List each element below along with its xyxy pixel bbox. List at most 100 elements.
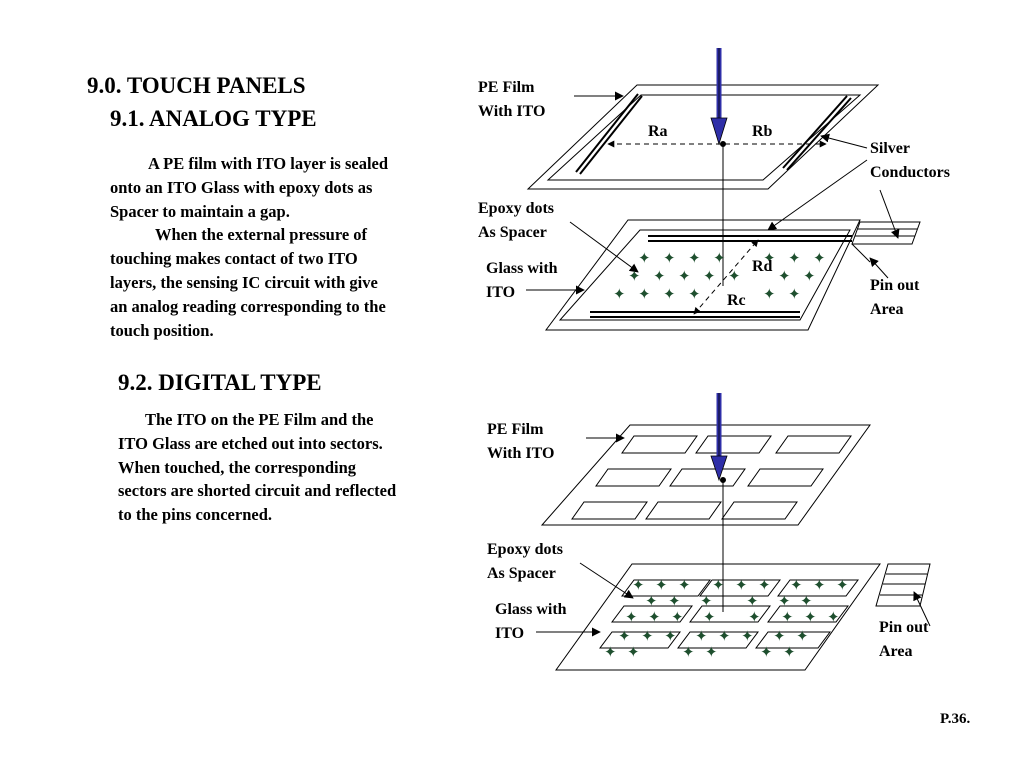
spacer-dot: ✦ (781, 608, 794, 626)
analog-pe-film-label-line-2: With ITO (478, 102, 546, 120)
analog-pe-film-label-line-1: PE Film (478, 79, 535, 96)
analog-pe-film-panel (526, 84, 880, 190)
spacer-dot: ✦ (748, 608, 761, 626)
digital-pin-label-line-1: Pin out (879, 619, 929, 636)
spacer-dot: ✦ (746, 592, 759, 610)
analog-touch-arrow (710, 48, 728, 146)
spacer-dot: ✦ (604, 643, 617, 661)
analog-line-5: touching makes contact of two ITO (110, 249, 358, 269)
spacer-dot: ✦ (627, 643, 640, 661)
analog-contact-dot (720, 141, 726, 147)
spacer-dot: ✦ (678, 267, 691, 285)
spacer-dot: ✦ (813, 576, 826, 594)
digital-heading: 9.2. DIGITAL TYPE (118, 370, 322, 395)
digital-sector (669, 468, 746, 487)
digital-pe-film-panel (540, 424, 871, 526)
digital-sector (721, 501, 798, 520)
digital-glass-sector (689, 605, 771, 623)
spacer-dot: ✦ (664, 627, 677, 645)
spacer-dot: ✦ (613, 285, 626, 303)
digital-line-1: The ITO on the PE Film and the (145, 410, 374, 429)
spacer-dot: ✦ (703, 608, 716, 626)
digital-pe-film-label-line-1: PE Film (487, 421, 544, 438)
spacer-dot: ✦ (628, 267, 641, 285)
digital-sector (595, 468, 672, 487)
analog-pin-label-line-2: Area (870, 300, 904, 318)
silver-bar-left-2 (579, 95, 643, 175)
analog-line-4: When the external pressure of (155, 225, 368, 245)
spacer-dot: ✦ (836, 576, 849, 594)
analog-line-3: Spacer to maintain a gap. (110, 201, 290, 221)
digital-glass-label-line-1: Glass with (495, 601, 567, 618)
digital-sector (621, 435, 698, 454)
digital-line-5: to the pins concerned. (118, 505, 272, 525)
spacer-dot: ✦ (735, 576, 748, 594)
digital-sector (571, 501, 648, 520)
spacer-dot: ✦ (712, 576, 725, 594)
digital-epoxy-label-line-1: Epoxy dots (487, 541, 564, 558)
digital-pin-label-line-2: Area (879, 642, 913, 660)
digital-glass-sector (777, 579, 859, 597)
digital-pin-label: Pin out Area (879, 616, 928, 663)
analog-line-8: touch position. (110, 320, 214, 340)
digital-line-2: ITO Glass are etched out into sectors. (118, 433, 383, 453)
digital-sector (645, 501, 722, 520)
silver-label-line-2: Conductors (870, 163, 951, 181)
spacer-dot: ✦ (804, 608, 817, 626)
spacer-dot: ✦ (663, 249, 676, 267)
digital-glass-sector (611, 605, 693, 623)
digital-glass-sector (677, 631, 759, 649)
page-title: 9.0. TOUCH PANELS (87, 73, 306, 98)
silver-bar-right-2 (786, 97, 852, 171)
analog-pin-pointer-1 (879, 189, 900, 239)
spacer-dot: ✦ (778, 267, 791, 285)
silver-pointer-1 (820, 133, 868, 149)
analog-paragraph: A PE film with ITO layer is sealed onto … (110, 152, 388, 342)
analog-line-1: A PE film with ITO layer is sealed (148, 154, 389, 173)
digital-epoxy-pointer (579, 562, 634, 599)
spacer-dot: ✦ (678, 576, 691, 594)
spacer-dot: ✦ (763, 285, 776, 303)
digital-glass-label-line-2: ITO (495, 624, 525, 642)
spacer-dot: ✦ (800, 592, 813, 610)
digital-contact-dot (720, 477, 726, 483)
analog-epoxy-dots: ✦ ✦ ✦ ✦ ✦ ✦ ✦ ✦ ✦ ✦ ✦ ✦ ✦ ✦ ✦ ✦ ✦ ✦ ✦ ✦ (613, 249, 826, 303)
spacer-dot: ✦ (741, 627, 754, 645)
spacer-dot: ✦ (632, 576, 645, 594)
digital-glass-sector (755, 631, 831, 649)
spacer-dot: ✦ (788, 249, 801, 267)
analog-heading: 9.1. ANALOG TYPE (110, 106, 317, 131)
analog-pin-pointer-2 (869, 257, 889, 279)
silver-conductors-label: Silver Conductors (870, 137, 950, 184)
spacer-dot: ✦ (688, 285, 701, 303)
digital-pe-film-label-line-2: With ITO (487, 444, 555, 462)
analog-glass-inner (558, 229, 851, 321)
digital-sector (747, 468, 824, 487)
spacer-dot: ✦ (695, 627, 708, 645)
spacer-dot: ✦ (688, 249, 701, 267)
digital-glass-label: Glass with ITO (495, 598, 567, 645)
spacer-dot: ✦ (653, 267, 666, 285)
analog-pin-out-tab (851, 221, 921, 245)
digital-epoxy-dots: ✦ ✦ ✦ ✦ ✦ ✦ ✦ ✦ ✦ ✦ ✦ ✦ ✦ ✦ ✦ ✦ ✦ ✦ ✦ ✦ … (604, 576, 849, 661)
spacer-dot: ✦ (655, 576, 668, 594)
spacer-dot: ✦ (700, 592, 713, 610)
rc-rd-line (693, 239, 759, 315)
spacer-dot: ✦ (713, 249, 726, 267)
analog-pin-line-3 (851, 243, 871, 263)
silver-bar-right-1 (782, 95, 848, 169)
analog-epoxy-label-line-2: As Spacer (478, 223, 547, 241)
silver-pointer-2 (767, 159, 868, 231)
spacer-dot: ✦ (728, 267, 741, 285)
digital-glass-sector (599, 631, 681, 649)
digital-line-4: sectors are shorted circuit and reflecte… (118, 481, 397, 501)
spacer-dot: ✦ (663, 285, 676, 303)
rd-label: Rd (752, 258, 773, 275)
digital-touch-arrow (710, 393, 728, 482)
analog-glass-label-line-2: ITO (486, 283, 516, 301)
analog-epoxy-label: Epoxy dots As Spacer (478, 197, 554, 244)
analog-pe-film-inner (546, 94, 862, 181)
silver-label-line-1: Silver (870, 140, 910, 157)
analog-epoxy-label-line-1: Epoxy dots (478, 200, 555, 217)
